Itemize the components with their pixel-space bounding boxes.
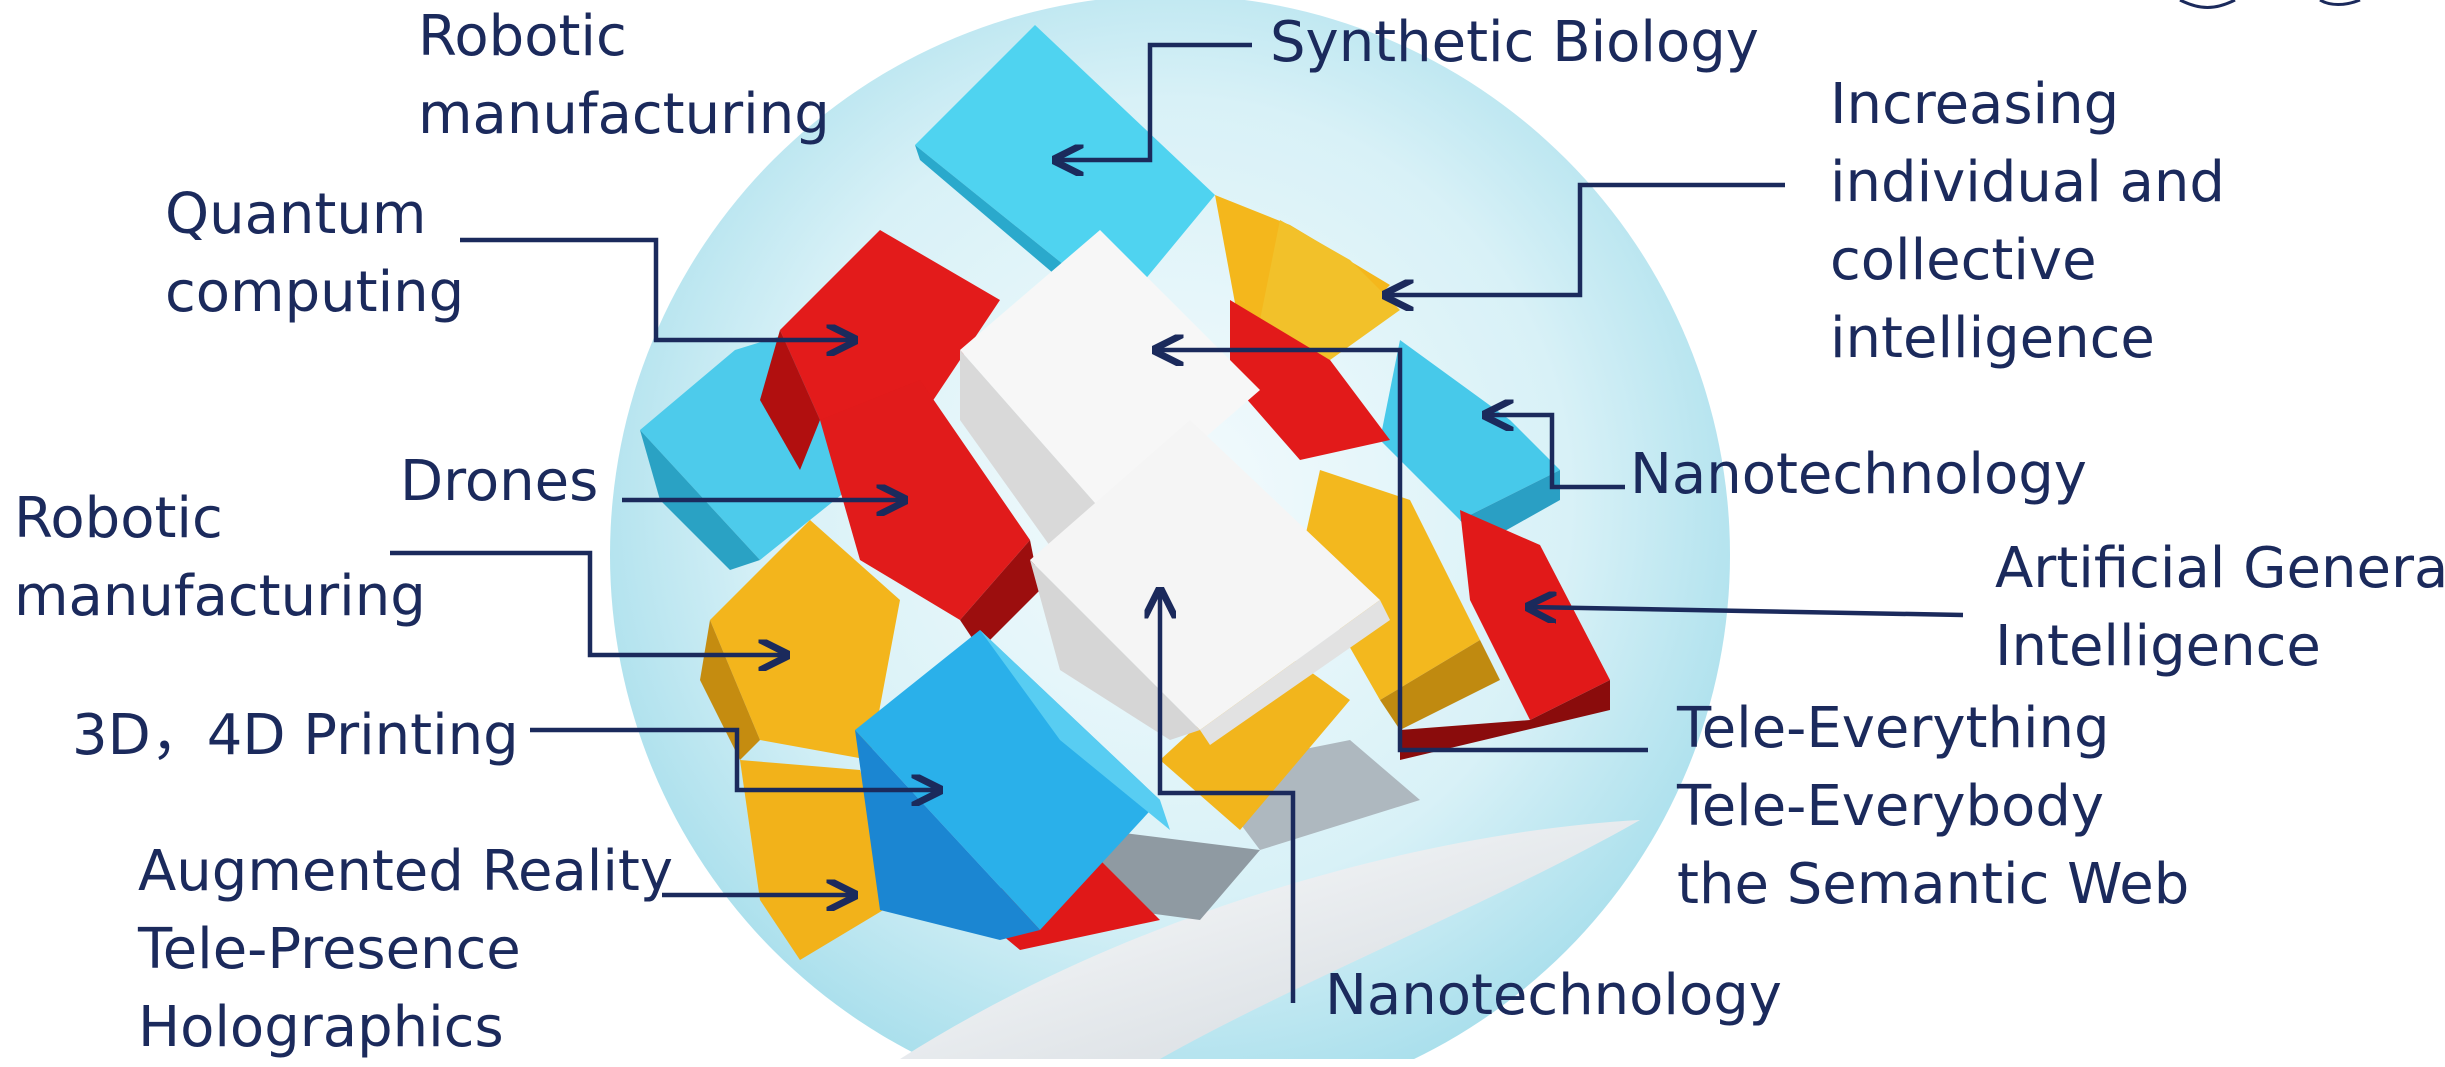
label-line: Nanotechnology <box>1630 442 2087 507</box>
logo-fragment-icon <box>2179 0 2361 9</box>
label-line: intelligence <box>1830 306 2155 371</box>
connector-increasing-intelligence <box>1385 182 1785 295</box>
connector-nanotech-right <box>1485 415 1625 490</box>
label-line: Artificial General <box>1995 536 2445 601</box>
connector-printing <box>530 727 940 790</box>
connector-quantum <box>460 237 855 340</box>
label-line: Tele-Presence <box>138 917 521 982</box>
label-line: individual and <box>1830 150 2225 215</box>
label-line: Drones <box>400 449 599 514</box>
label-synthetic-biology: Synthetic Biology <box>1270 4 1759 82</box>
connector-robotic-left <box>390 550 787 655</box>
label-line: manufacturing <box>14 564 426 629</box>
label-robotic-left: Robotic manufacturing <box>14 480 426 636</box>
label-line: Nanotechnology <box>1325 963 1782 1028</box>
connectors <box>390 42 1964 1003</box>
connector-agi <box>1528 607 1964 615</box>
label-nanotech-right: Nanotechnology <box>1630 436 2087 514</box>
label-drones: Drones <box>400 443 598 521</box>
label-line: manufacturing <box>418 82 830 147</box>
label-agi: Artificial General Intelligence <box>1995 530 2445 686</box>
connector-nanotech-bottom <box>1160 590 1296 1003</box>
label-quantum: Quantum computing <box>165 176 464 332</box>
label-line: Robotic <box>418 4 627 69</box>
label-increasing-intelligence: Increasing individual and collective int… <box>1830 66 2225 378</box>
label-line: Tele-Everybody <box>1677 774 2104 839</box>
label-line: Quantum <box>165 182 427 247</box>
connector-tele <box>1155 350 1648 753</box>
swoosh-shape <box>900 820 1640 1059</box>
label-line: computing <box>165 260 465 325</box>
label-line: Robotic <box>14 486 223 551</box>
label-line: 3D，4D Printing <box>72 703 519 768</box>
label-printing: 3D，4D Printing <box>72 697 519 775</box>
label-line: Intelligence <box>1995 614 2321 679</box>
cube-blocks <box>640 25 1610 960</box>
label-line: collective <box>1830 228 2097 293</box>
label-augmented: Augmented Reality Tele-Presence Holograp… <box>138 833 673 1067</box>
label-line: Augmented Reality <box>138 839 673 904</box>
label-nanotech-bottom: Nanotechnology <box>1325 957 1782 1035</box>
label-line: the Semantic Web <box>1677 852 2190 917</box>
connector-synthetic-biology <box>1055 42 1252 160</box>
label-robotic-top: Robotic manufacturing <box>418 0 830 154</box>
label-tele: Tele-Everything Tele-Everybody the Seman… <box>1677 690 2189 924</box>
label-line: Increasing <box>1830 72 2120 137</box>
label-line: Holographics <box>138 995 504 1060</box>
label-line: Synthetic Biology <box>1270 10 1759 75</box>
label-line: Tele-Everything <box>1677 696 2110 761</box>
